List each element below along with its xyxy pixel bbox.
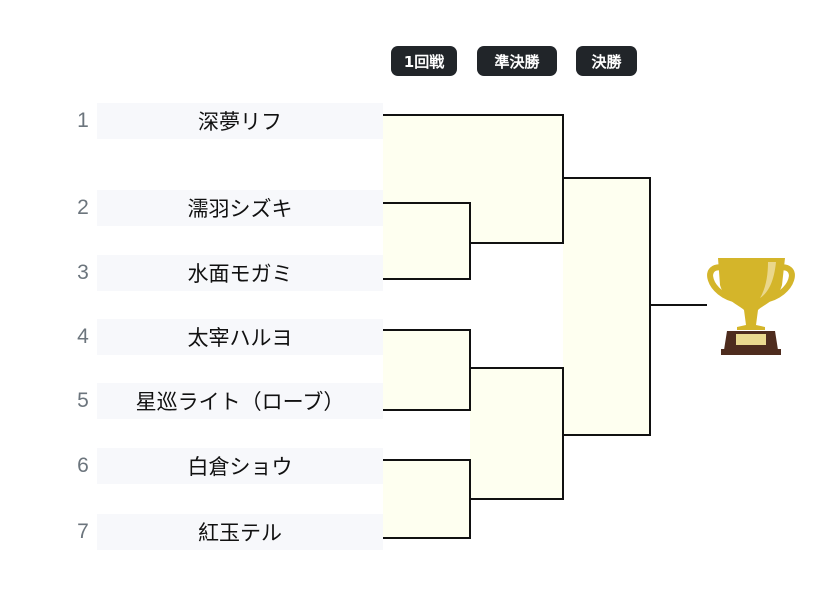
seed-number: 6 [77,454,89,477]
round-label-semifinal: 準決勝 [477,46,557,76]
seed-number: 1 [77,109,89,132]
entry-name: 紅玉テル [97,514,383,550]
round-label-final: 決勝 [576,46,637,76]
entry-name: 星巡ライト（ローブ） [97,383,383,419]
entry-name: 太宰ハルヨ [97,319,383,355]
seed-number: 5 [77,389,89,412]
entry-name: 濡羽シズキ [97,190,383,226]
entry-name: 白倉ショウ [97,448,383,484]
seed-number: 7 [77,520,89,543]
seed-number: 2 [77,196,89,219]
seed-number: 3 [77,261,89,284]
entry-name: 深夢リフ [97,103,383,139]
round-label-first: 1回戦 [391,46,457,76]
seed-number: 4 [77,325,89,348]
entry-name: 水面モガミ [97,255,383,291]
